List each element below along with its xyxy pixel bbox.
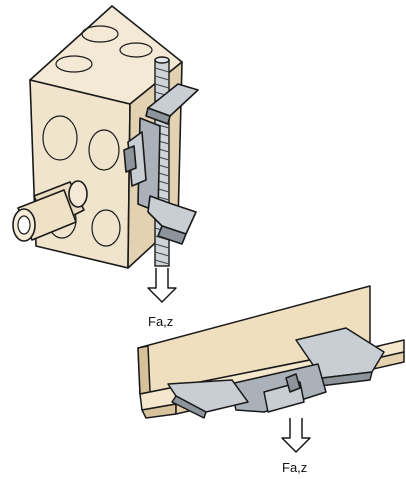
force-label-top: Fa,z — [148, 314, 173, 329]
rod-clip — [123, 83, 199, 245]
force-label-bottom: Fa,z — [282, 460, 307, 475]
conduit-fitting — [12, 180, 88, 242]
beam-clip — [167, 327, 385, 419]
force-arrow-bottom — [281, 418, 311, 453]
force-arrow-top — [147, 268, 177, 303]
